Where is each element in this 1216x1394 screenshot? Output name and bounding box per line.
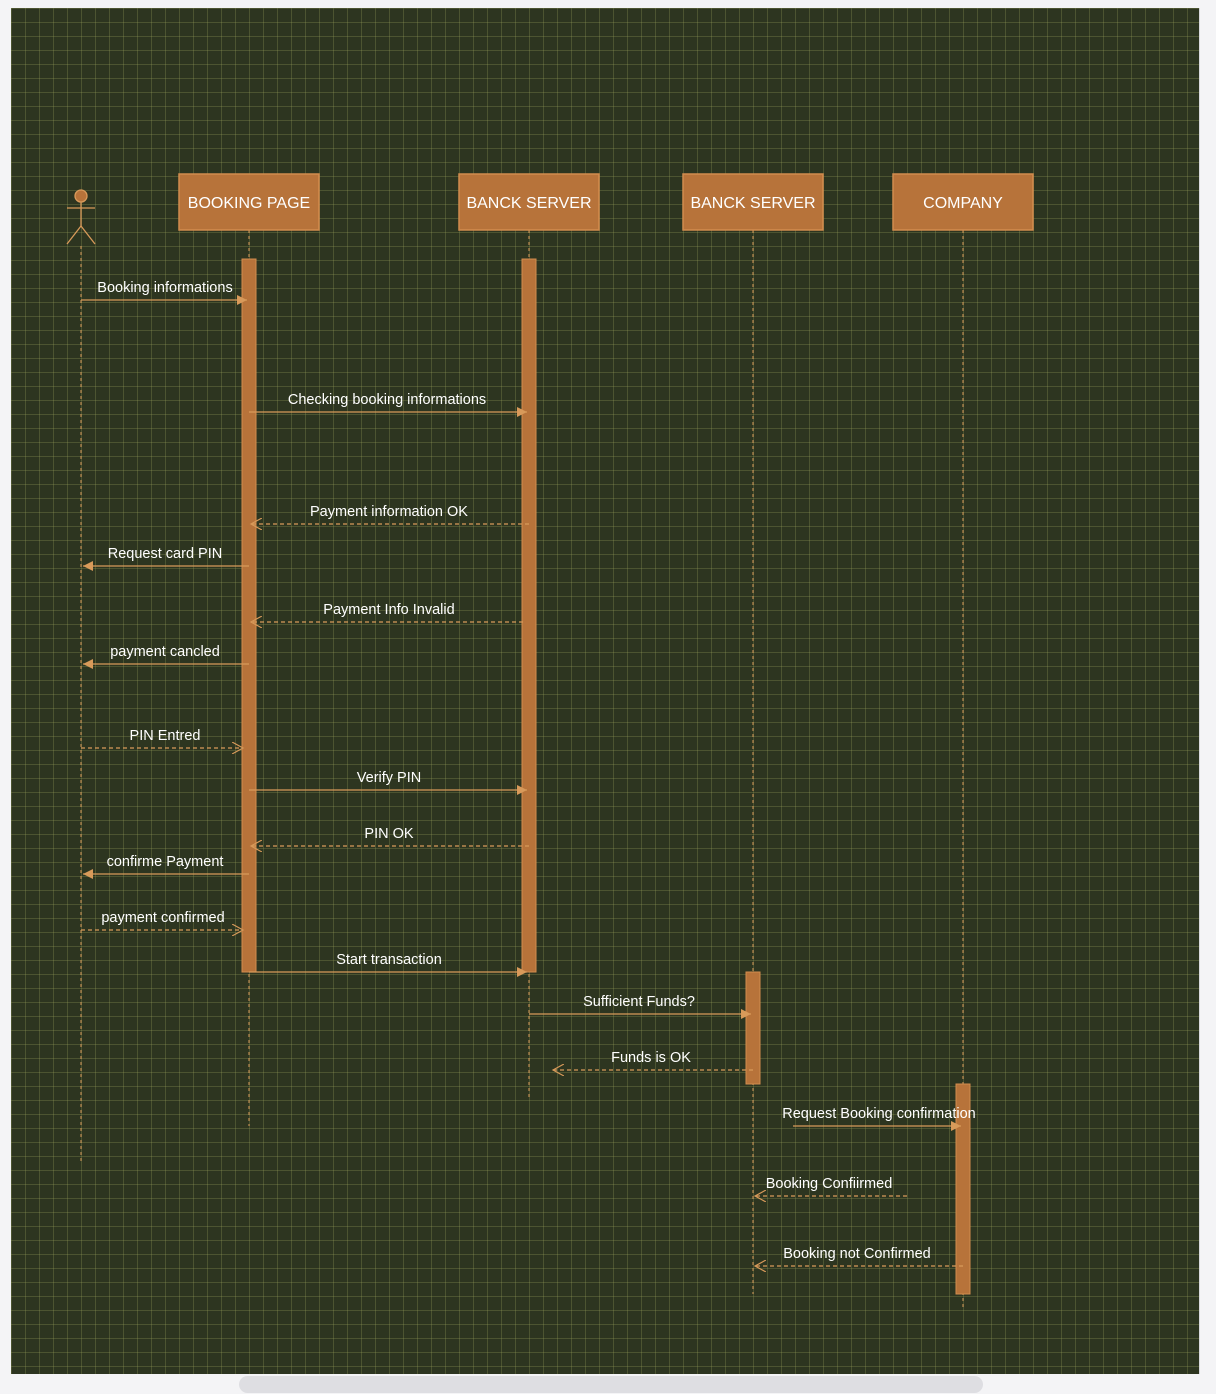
message-label: PIN OK [364, 826, 413, 842]
message-arrow[interactable]: PIN Entred [81, 728, 243, 748]
message-arrow[interactable]: Request card PIN [83, 546, 249, 571]
participant-label: BANCK SERVER [466, 195, 591, 212]
message-label: confirme Payment [107, 854, 224, 870]
message-label: Booking informations [97, 280, 232, 296]
participant-company[interactable]: COMPANY [892, 173, 1034, 231]
message-arrow[interactable]: PIN OK [251, 826, 529, 846]
message-arrow[interactable]: Request Booking confirmation [782, 1106, 976, 1131]
participant-label: COMPANY [923, 195, 1003, 212]
message-label: Booking not Confirmed [783, 1246, 931, 1262]
message-arrow[interactable]: Payment information OK [251, 504, 529, 524]
message-label: Booking Confiirmed [766, 1176, 893, 1192]
participant-box [178, 173, 320, 231]
participant-booking[interactable]: BOOKING PAGE [178, 173, 320, 231]
message-label: Request card PIN [108, 546, 222, 562]
message-label: Payment information OK [310, 504, 468, 520]
activation-bar-company [955, 1083, 971, 1295]
message-arrow[interactable]: Booking informations [81, 280, 247, 305]
message-arrow[interactable]: payment cancled [83, 644, 249, 669]
message-label: Payment Info Invalid [323, 602, 454, 618]
message-arrow[interactable]: Checking booking informations [249, 392, 527, 417]
message-label: PIN Entred [130, 728, 201, 744]
participant-box [892, 173, 1034, 231]
message-label: Request Booking confirmation [782, 1106, 975, 1122]
message-arrow[interactable]: Sufficient Funds? [529, 994, 751, 1019]
message-arrow[interactable]: Booking Confiirmed [755, 1176, 907, 1196]
message-arrow[interactable]: Booking not Confirmed [755, 1246, 963, 1266]
participant-box [458, 173, 600, 231]
participant-bank1[interactable]: BANCK SERVER [458, 173, 600, 231]
activation-bar-booking [241, 258, 257, 973]
participant-label: BOOKING PAGE [188, 195, 310, 212]
message-label: payment cancled [110, 644, 220, 660]
sequence-diagram: BOOKING PAGE BANCK SERVER BANCK SERVER COMP… [66, 173, 1034, 1308]
message-label: Verify PIN [357, 770, 421, 786]
message-arrow[interactable]: payment confirmed [81, 910, 243, 930]
message-arrow[interactable]: Payment Info Invalid [251, 602, 523, 622]
message-label: Start transaction [336, 952, 442, 968]
horizontal-scrollbar[interactable] [239, 1376, 983, 1393]
message-arrow[interactable]: Verify PIN [249, 770, 527, 795]
message-arrow[interactable]: Start transaction [249, 952, 527, 977]
message-label: payment confirmed [101, 910, 224, 926]
message-label: Sufficient Funds? [583, 994, 695, 1010]
activation-bar-bank2 [745, 971, 761, 1085]
activation-bar-bank1 [521, 258, 537, 973]
participant-bank2[interactable]: BANCK SERVER [682, 173, 824, 231]
message-label: Checking booking informations [288, 392, 486, 408]
actor-stick-figure-icon [66, 189, 96, 245]
message-label: Funds is OK [611, 1050, 691, 1066]
participant-box [682, 173, 824, 231]
diagram-canvas: BOOKING PAGE BANCK SERVER BANCK SERVER COMP… [11, 8, 1200, 1374]
message-arrow[interactable]: confirme Payment [83, 854, 249, 879]
message-arrow[interactable]: Funds is OK [553, 1050, 753, 1070]
participant-user[interactable] [66, 189, 96, 245]
participant-label: BANCK SERVER [690, 195, 815, 212]
